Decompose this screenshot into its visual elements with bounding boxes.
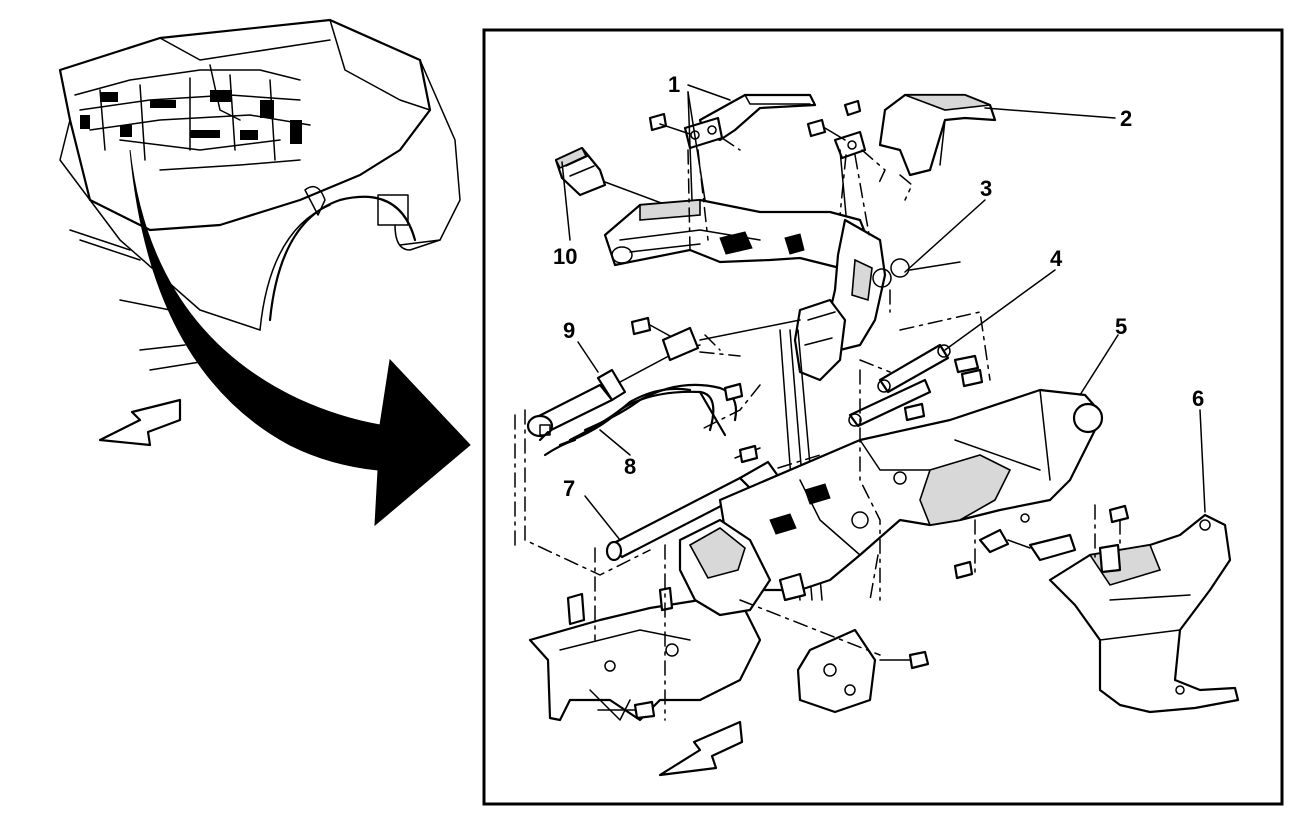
part-6-rear-bracket [1048, 504, 1240, 714]
fastener-set [723, 382, 1077, 602]
hinge-arm-assembly [603, 198, 961, 601]
callout-3: 3 [980, 176, 992, 201]
callout-1: 1 [668, 72, 680, 97]
callout-4: 4 [1050, 246, 1063, 271]
vehicle-overview [58, 18, 471, 527]
part-9-strut [526, 316, 801, 438]
callout-8: 8 [624, 454, 636, 479]
part-7-strut [605, 447, 821, 562]
callout-10: 10 [553, 244, 577, 269]
mounting-plate [739, 599, 930, 714]
callout-2: 2 [1120, 106, 1132, 131]
front-direction-arrow [658, 720, 744, 777]
part-10-bumper [554, 146, 681, 211]
callout-labels: 1 2 3 4 5 6 7 8 9 10 [553, 72, 1204, 501]
leader-lines [561, 84, 1206, 541]
callout-5: 5 [1115, 314, 1127, 339]
callout-7: 7 [563, 476, 575, 501]
part-2-bracket [806, 93, 997, 201]
callout-6: 6 [1192, 386, 1204, 411]
callout-9: 9 [563, 318, 575, 343]
part-4-links [848, 311, 991, 428]
lower-base-bracket [528, 518, 772, 722]
alignment-lines [514, 149, 976, 721]
part-5-main-arm [718, 388, 1104, 601]
